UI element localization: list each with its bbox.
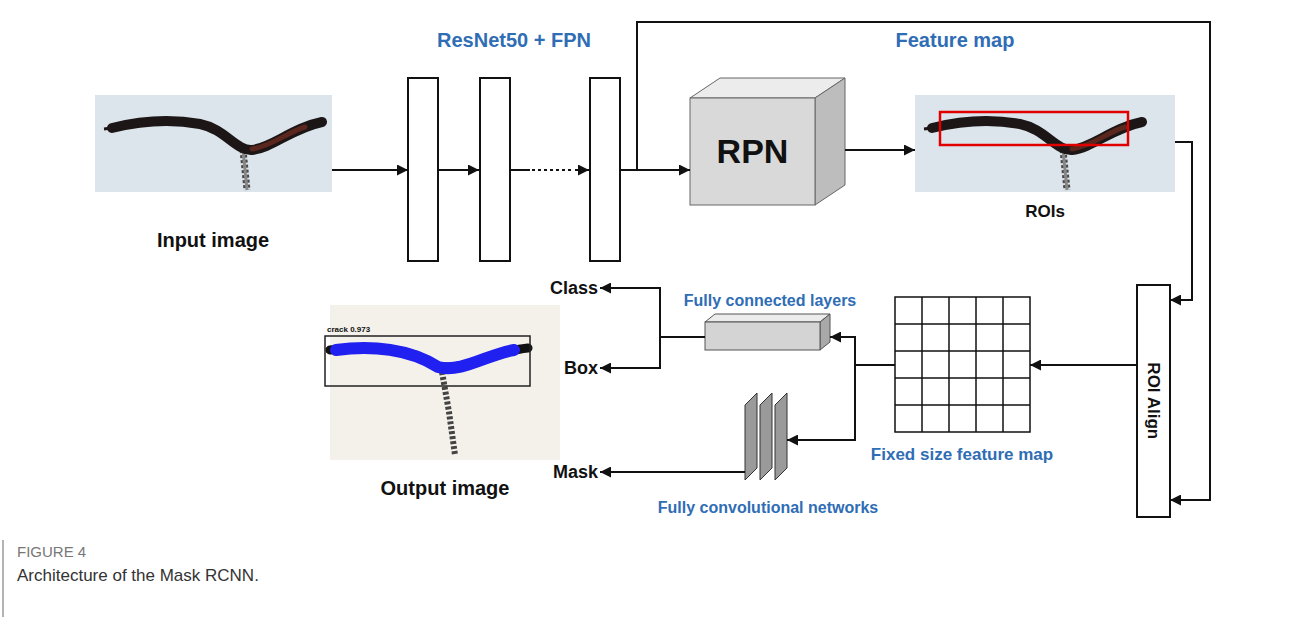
roi-align-bar: [1137, 285, 1170, 517]
roi-image: ROIs: [915, 95, 1175, 192]
layer-block: [480, 78, 510, 261]
node-text: Fully connected layers: [684, 292, 857, 310]
flow-arrow: [1170, 142, 1192, 300]
fcn-layer: Fully convolutional networks: [745, 393, 787, 480]
fc-layer: Fully connected layers: [705, 314, 830, 350]
backbone-group: ResNet50 + FPN: [408, 78, 620, 262]
flow-arrow: [600, 471, 745, 473]
caption-rule: [2, 540, 4, 617]
detection-score: crack 0.973: [327, 325, 370, 334]
layer-block: [408, 78, 438, 261]
flow-arrow: [620, 22, 1210, 500]
node-text: ResNet50 + FPN: [437, 29, 591, 52]
crack-drawing: [104, 121, 322, 190]
flow-arrow: [787, 365, 895, 440]
flow-arrow: [1030, 364, 1137, 366]
fcn-plates: [745, 393, 787, 480]
fc-slab: [705, 314, 830, 350]
input-image: Input image: [95, 95, 332, 192]
layer-block: [590, 78, 620, 261]
roi-box: [940, 112, 1128, 145]
node-text: Box: [564, 358, 598, 379]
flow-arrow: [600, 337, 705, 368]
node-text: Fully convolutional networks: [658, 499, 878, 517]
output-label: Class: [548, 276, 600, 301]
node-text: Output image: [381, 477, 510, 500]
layer-arrow: [575, 169, 589, 171]
figure-number: FIGURE 4: [17, 543, 86, 560]
crack-drawing: [924, 121, 1142, 190]
edge-label: Feature map: [894, 29, 1017, 52]
dotted-link: [532, 169, 574, 171]
roi-photo: [915, 95, 1175, 192]
flow-arrow: [830, 337, 895, 365]
feature-grid: [895, 297, 1030, 432]
output-label: Box: [562, 356, 600, 381]
layer-arrow: [438, 169, 479, 171]
roi-align-box: ROI Align: [1137, 285, 1170, 517]
feature-grid: Fixed size feature map: [895, 297, 1030, 432]
flow-arrow: [845, 149, 915, 151]
rpn-box: RPN: [690, 78, 845, 205]
node-text: ROIs: [1025, 202, 1065, 222]
output-label: Mask: [551, 460, 600, 485]
node-text: ROI Align: [1144, 363, 1164, 440]
node-text: Fixed size feature map: [871, 445, 1053, 465]
node-text: Class: [550, 278, 598, 299]
node-text: Mask: [553, 462, 598, 483]
input-photo: [95, 95, 332, 192]
rpn-cube: [690, 78, 845, 205]
node-text: RPN: [717, 132, 789, 171]
layer-arrow: [510, 169, 530, 171]
node-text: Input image: [157, 229, 269, 252]
flow-arrow: [332, 169, 408, 171]
output-crack: [325, 336, 530, 455]
figure-caption: Architecture of the Mask RCNN.: [17, 566, 259, 586]
